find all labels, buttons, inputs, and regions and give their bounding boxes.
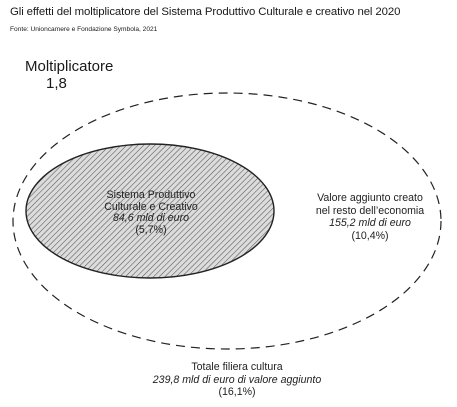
multiplier-value: 1,8 bbox=[46, 75, 67, 92]
outer-value: 155,2 mld di euro bbox=[329, 217, 411, 229]
outer-label-line2: nel resto dell’economia bbox=[315, 204, 425, 217]
inner-share: (5,7%) bbox=[135, 223, 167, 236]
source-note: Fonte: Unioncamere e Fondazione Symbola,… bbox=[10, 26, 158, 33]
inner-label-line1: Sistema Produttivo bbox=[106, 189, 196, 201]
outer-label-line1: Valore aggiunto creato bbox=[317, 192, 423, 204]
outer-ellipse-dashed bbox=[12, 92, 442, 350]
multiplier-label: Moltiplicatore bbox=[25, 58, 114, 75]
total-value: 239,8 mld di euro di valore aggiunto bbox=[152, 373, 322, 386]
inner-label-line2: Culturale e Creativo bbox=[104, 200, 198, 213]
diagram-title: Gli effetti del moltiplicatore del Siste… bbox=[10, 6, 401, 18]
total-label-line1: Totale filiera cultura bbox=[191, 361, 283, 373]
total-share: (16,1%) bbox=[218, 386, 256, 398]
inner-ellipse-hatched bbox=[25, 143, 275, 279]
total-label: Totale filiera cultura 239,8 mld di euro… bbox=[132, 361, 342, 399]
outer-share: (10,4%) bbox=[351, 229, 389, 242]
inner-value: 84,6 mld di euro bbox=[113, 212, 189, 224]
inner-ellipse-label: Sistema Produttivo Culturale e Creativo … bbox=[71, 189, 231, 236]
outer-ellipse-label: Valore aggiunto creato nel resto dell’ec… bbox=[300, 192, 440, 242]
